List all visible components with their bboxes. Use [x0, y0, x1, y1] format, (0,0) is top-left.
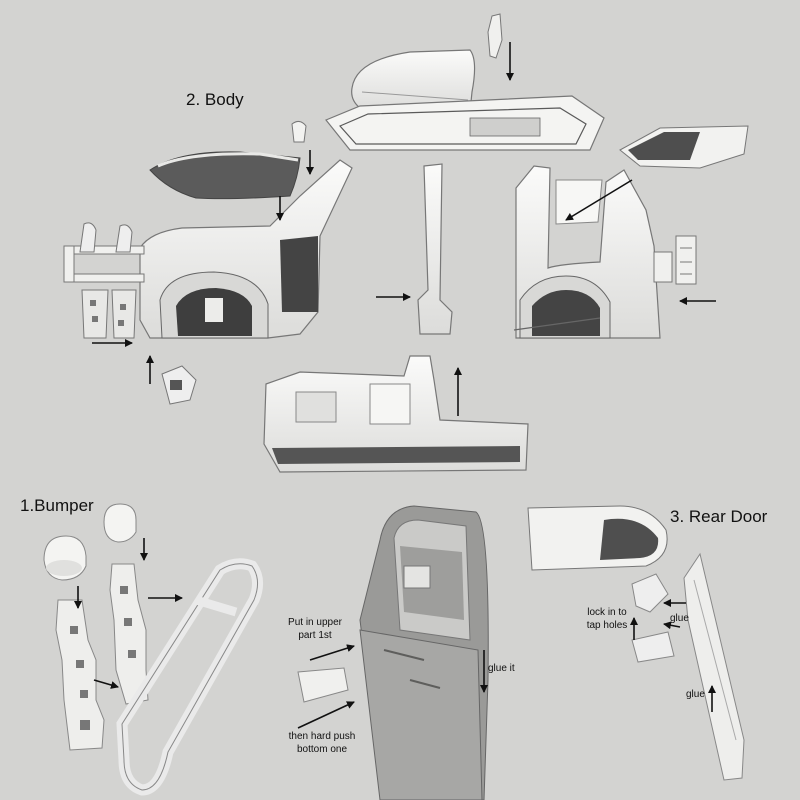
note-glue-1: glue — [670, 613, 689, 624]
roof-rack-part — [325, 95, 605, 151]
note-lock-in: lock in to tap holes — [586, 607, 628, 631]
bumper-lamp-left — [43, 535, 87, 581]
door-part — [359, 505, 489, 800]
note-glue-it: glue it — [488, 663, 515, 674]
bumper-bracket-left — [55, 599, 105, 751]
roof-box-part — [351, 49, 476, 113]
bumper-bracket-right — [109, 563, 149, 705]
tow-hook-part — [161, 365, 197, 405]
note-hard-push: then hard push bottom one — [288, 731, 356, 755]
door-hinge-part — [297, 667, 349, 703]
rear-ladder-part — [653, 235, 697, 285]
front-bullbar-part — [63, 222, 145, 339]
section-title-body: 2. Body — [186, 90, 244, 109]
door-arrows — [297, 644, 488, 729]
rear-door-lock-part — [631, 573, 675, 663]
rear-door-panel-part — [683, 552, 745, 781]
front-body-part — [139, 159, 353, 339]
rear-hatch-part — [619, 125, 749, 169]
bumper-lamp-right — [103, 503, 137, 543]
note-glue-2: glue — [686, 689, 705, 700]
rear-door-top-part — [527, 505, 668, 571]
rear-body-part — [513, 165, 661, 339]
mirror-part — [291, 120, 307, 143]
body-assembly-arrows — [92, 42, 716, 416]
floor-pan-part — [263, 355, 529, 473]
bumper-bar — [116, 558, 263, 796]
bumper-arrows — [74, 538, 183, 689]
note-put-in-upper: Put in upper part 1st — [288, 617, 342, 641]
rear-door-arrows — [630, 599, 716, 712]
roof-antenna-part — [487, 13, 503, 59]
section-title-rear-door: 3. Rear Door — [670, 507, 768, 526]
section-title-bumper: 1.Bumper — [20, 496, 94, 515]
b-pillar-part — [417, 163, 453, 335]
hood-part — [149, 151, 301, 200]
